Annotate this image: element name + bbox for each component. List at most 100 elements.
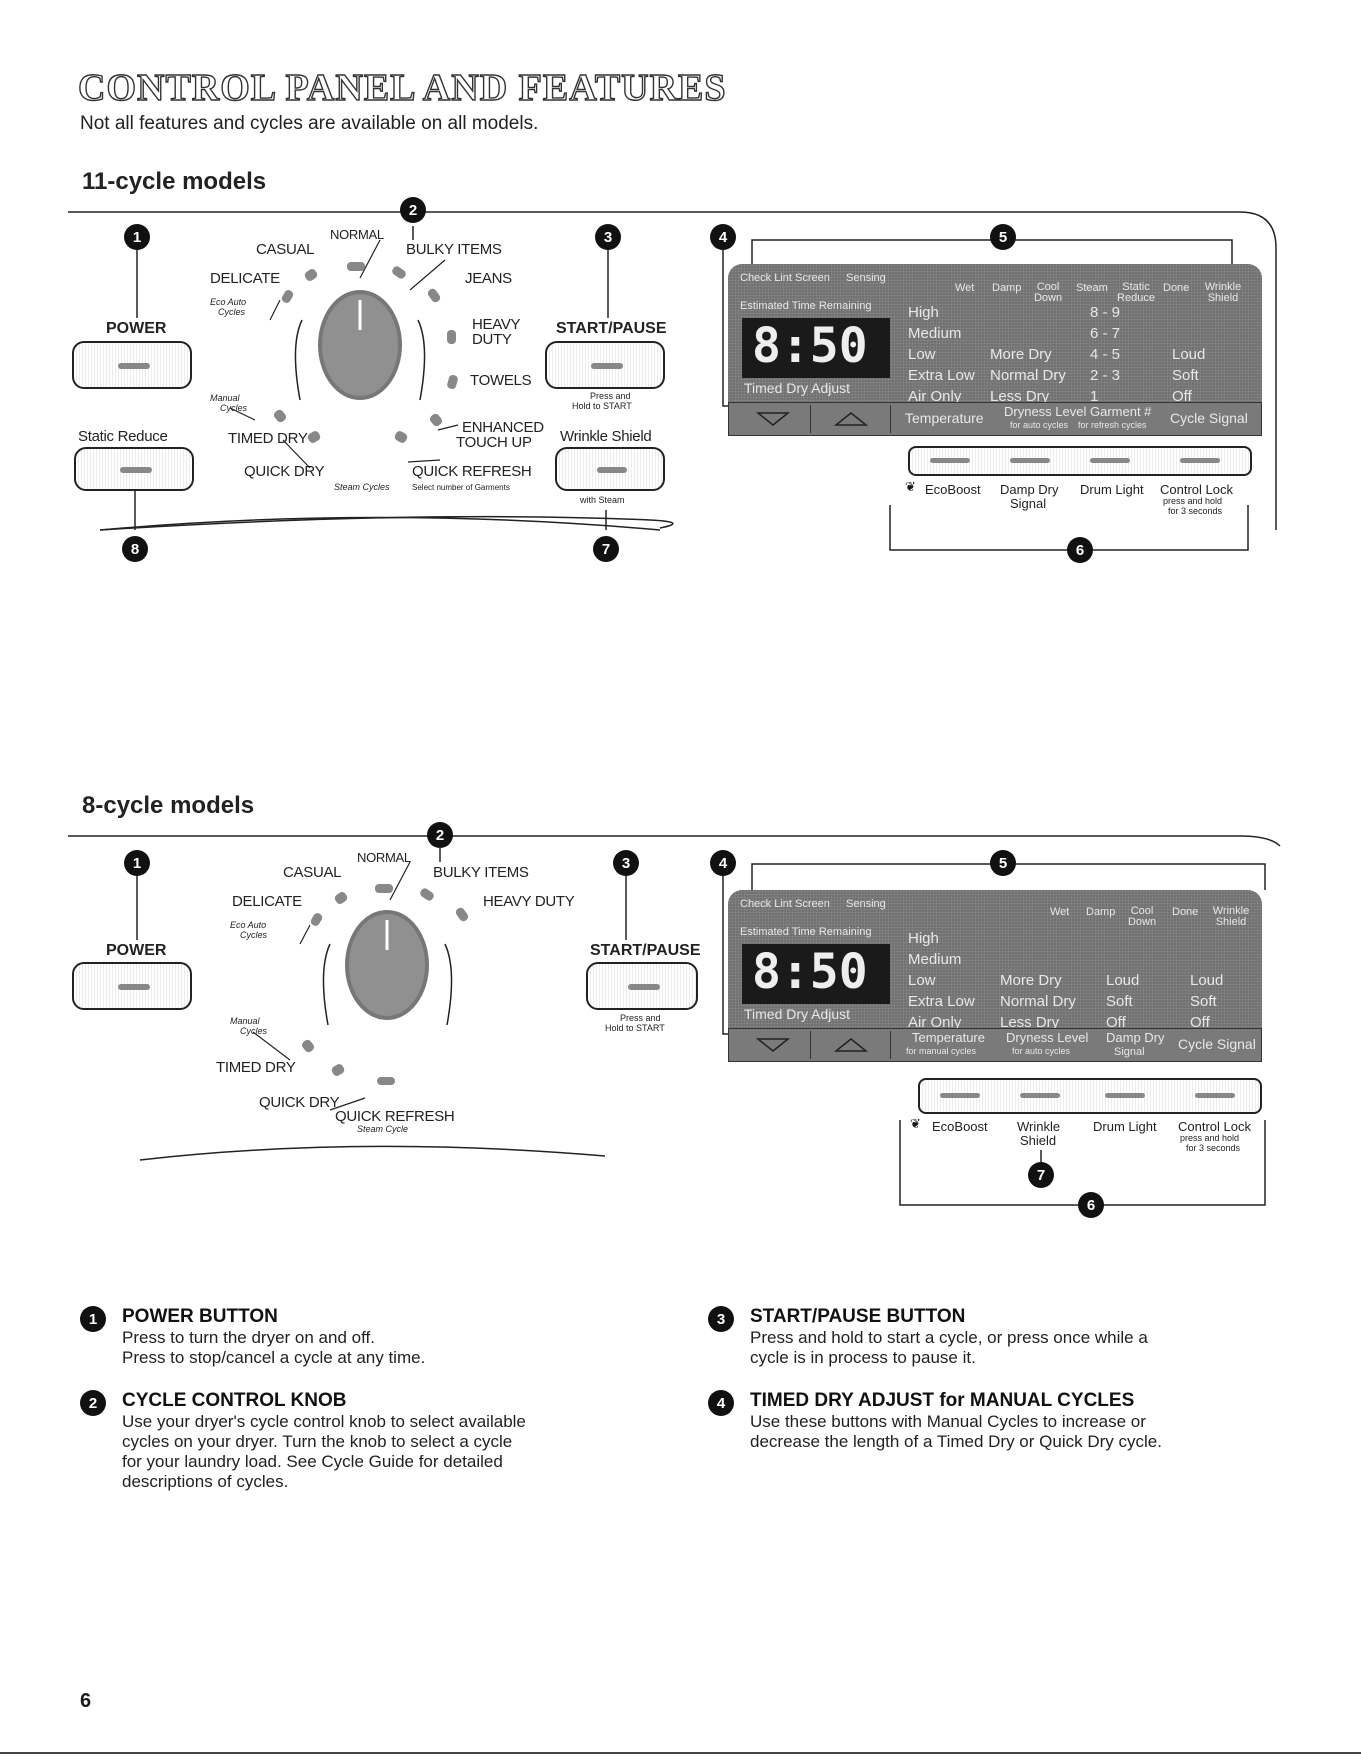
lcd-option: Less Dry [1000,1014,1060,1031]
knob-label-bulky-items: BULKY ITEMS [433,864,529,881]
lcd-option: Soft [1190,993,1217,1010]
control-lock-label: Control Lock [1160,482,1233,497]
description-line: decrease the length of a Timed Dry or Qu… [750,1432,1162,1451]
timed-dry-up-button[interactable] [811,405,891,433]
arrow-down-icon [755,1038,790,1052]
callout-badge-7: 7 [1028,1162,1054,1188]
dryness-level-sub: for auto cycles [1010,420,1069,430]
start-hint-1: Press and [590,391,631,401]
knob-label-quick-refresh: QUICK REFRESH [335,1108,455,1125]
lcd-time-digits: 8:50 [752,318,868,374]
damp-dry-signal-button[interactable] [1010,458,1050,463]
drum-light-button[interactable] [1090,458,1130,463]
dryness-level-button[interactable]: Dryness Level [1004,404,1087,419]
description-start-pause: 3 START/PAUSE BUTTON Press and hold to s… [708,1306,1268,1368]
lcd-option: More Dry [1000,972,1062,989]
garment-button[interactable]: Garment # [1090,404,1152,419]
callout-badge-3: 3 [613,850,639,876]
temperature-button[interactable]: Temperature [912,1030,985,1045]
description-line: Press to stop/cancel a cycle at any time… [122,1348,426,1367]
lcd-option: Soft [1172,367,1199,384]
lcd-status-wet: Wet [1050,906,1070,918]
lcd-check-lint: Check Lint Screen [740,272,830,284]
callout-badge-4: 4 [710,850,736,876]
control-lock-hint-2: for 3 seconds [1168,506,1223,516]
page-title: CONTROL PANEL AND FEATURES [77,66,727,109]
lcd-time-digits-bg: 8:50 [742,944,890,1004]
temperature-sub: for manual cycles [906,1046,977,1056]
description-line: cycles on your dryer. Turn the knob to s… [122,1432,513,1451]
lcd-option: 6 - 7 [1090,325,1121,342]
start-pause-button[interactable] [586,962,698,1010]
control-lock-button[interactable] [1195,1093,1235,1098]
start-pause-button[interactable] [545,341,665,389]
lcd-option: 4 - 5 [1090,346,1121,363]
timed-dry-up-button[interactable] [811,1031,891,1059]
lcd-damp-signal-column: Loud Soft Off [1106,970,1139,1033]
description-timed-dry: 4 TIMED DRY ADJUST for MANUAL CYCLES Use… [708,1390,1288,1452]
knob-label-eco-cycles: Cycles [240,930,268,940]
button-indicator [597,467,627,473]
description-title: CYCLE CONTROL KNOB [122,1390,347,1411]
callout-badge-3: 3 [708,1306,734,1332]
timed-dry-down-button[interactable] [735,405,811,433]
lcd-check-lint: Check Lint Screen [740,898,830,910]
damp-dry-button[interactable]: Damp Dry [1106,1030,1165,1045]
lcd-dryness-column: More Dry Normal Dry Less Dry [990,344,1066,407]
callout-badge-8: 8 [122,536,148,562]
temperature-button[interactable]: Temperature [905,410,984,426]
button-indicator [120,467,152,473]
lcd-option: Loud [1106,972,1140,989]
lcd-status-steam: Steam [1076,282,1108,294]
lcd-status-done: Done [1163,282,1190,294]
knob-label-timed-dry: TIMED DRY [228,430,308,447]
lcd-timed-dry-adjust: Timed Dry Adjust [744,1006,851,1022]
leaf-icon: ❦ [910,1116,921,1131]
knob-label-eco-auto: Eco Auto [230,920,267,930]
cycle-signal-button[interactable]: Cycle Signal [1178,1036,1256,1052]
lcd-option: 1 [1090,388,1099,405]
knob-label-normal: NORMAL [330,227,384,242]
lcd-status-cool-down: Cool Down [1033,281,1063,304]
power-button[interactable] [72,962,192,1010]
callout-badge-3: 3 [595,224,621,250]
control-lock-button[interactable] [1180,458,1220,463]
knob-label-steam-cycle: Steam Cycle [357,1124,409,1134]
lcd-signal-column: Loud Soft Off [1172,344,1205,407]
knob-label-manual: Manual [210,393,240,403]
control-lock-hint-2: for 3 seconds [1186,1143,1241,1153]
callout-badge-6: 6 [1078,1192,1104,1218]
lcd-garment-column: 8 - 9 6 - 7 4 - 5 2 - 3 1 [1090,302,1120,407]
lcd-option: Less Dry [990,388,1050,405]
lcd-temp-column: High Medium Low Extra Low Air Only [908,302,975,407]
drum-light-button[interactable] [1105,1093,1145,1098]
knob-label-quick-dry: QUICK DRY [244,463,325,480]
knob-label-jeans: JEANS [465,270,512,287]
knob-label-eco-cycles: Cycles [218,307,246,317]
button-indicator [118,984,150,990]
cycle-signal-button[interactable]: Cycle Signal [1170,410,1248,426]
power-button[interactable] [72,341,192,389]
control-lock-hint-1: press and hold [1163,496,1223,506]
timed-dry-down-button[interactable] [735,1031,811,1059]
dryness-level-button[interactable]: Dryness Level [1006,1030,1089,1045]
dryness-level-sub: for auto cycles [1012,1046,1071,1056]
ecoboost-button[interactable] [940,1093,980,1098]
ecoboost-label: EcoBoost [925,482,981,497]
lcd-status-wrinkle-shield: Wrinkle Shield [1212,905,1250,928]
knob-indicator [375,884,393,893]
knob-label-enhanced: ENHANCED [462,419,544,436]
static-reduce-button[interactable] [74,447,194,491]
callout-badge-1: 1 [80,1306,106,1332]
knob-label-select-garments: Select number of Garments [412,483,510,492]
control-lock-hint-1: press and hold [1180,1133,1240,1143]
wrinkle-shield-button[interactable] [1020,1093,1060,1098]
knob-label-quick-dry: QUICK DRY [259,1094,340,1111]
knob-label-heavy-duty: HEAVY DUTY [483,893,575,910]
wrinkle-shield-button[interactable] [555,447,665,491]
power-label: POWER [106,320,167,337]
callout-badge-4: 4 [708,1390,734,1416]
description-line: Use your dryer's cycle control knob to s… [122,1412,526,1431]
ecoboost-button[interactable] [930,458,970,463]
callout-badge-5: 5 [990,224,1016,250]
